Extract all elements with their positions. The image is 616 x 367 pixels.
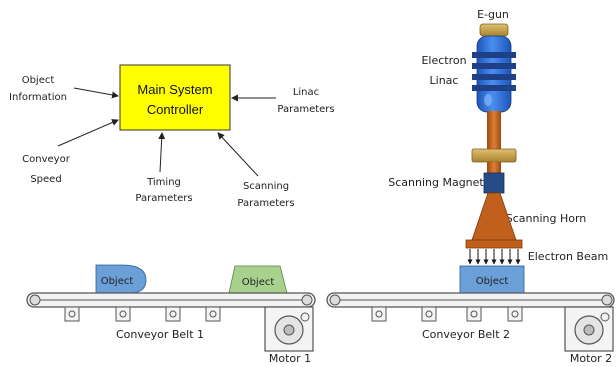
- scanning-horn-label: Scanning Horn: [506, 212, 587, 225]
- input-linac-parameters: Linac Parameters: [231, 87, 335, 115]
- belt2-roller-left: [329, 294, 341, 306]
- electron-beam-arrows: [467, 249, 521, 265]
- input-object-information: Object Information: [9, 75, 119, 103]
- linac-label-2: Linac: [430, 74, 459, 87]
- main-system-controller: Main System Controller: [119, 64, 231, 131]
- belt1-roller-right: [301, 294, 313, 306]
- controller-title-line1: Main System: [137, 82, 212, 97]
- conveyor-belt-1-label: Conveyor Belt 1: [116, 328, 204, 341]
- linac-label-1: Electron: [421, 54, 466, 67]
- egun-label: E-gun: [477, 8, 509, 21]
- object-info-label-2: Information: [9, 92, 67, 103]
- conveyor-speed-label-2: Speed: [30, 174, 61, 185]
- conveyor-speed-arrow: [57, 119, 119, 147]
- belt2-object-label: Object: [476, 276, 509, 287]
- conveyor-speed-label-1: Conveyor: [22, 154, 71, 165]
- linac-icon: [472, 35, 516, 113]
- conveyor-belt-1: Object Object Conveyor Belt 1 Motor 1: [26, 264, 316, 365]
- input-timing-parameters: Timing Parameters: [135, 132, 193, 204]
- scanning-params-label-1: Scanning: [243, 181, 289, 192]
- waveguide-lower: [487, 162, 501, 173]
- belt2-roller-right: [601, 294, 613, 306]
- belt1-roller-left: [29, 294, 41, 306]
- motor-1-label: Motor 1: [269, 352, 311, 365]
- conveyor-belt-2: Object Conveyor Belt 2 Motor 2: [326, 265, 615, 365]
- belt2-legs: [371, 306, 523, 322]
- linac-params-label-1: Linac: [293, 87, 319, 98]
- conveyor-belt-2-label: Conveyor Belt 2: [422, 328, 510, 341]
- scanning-horn-icon: [465, 192, 523, 249]
- timing-params-label-1: Timing: [146, 177, 181, 188]
- electron-beam-label: Electron Beam: [528, 250, 608, 263]
- linac-params-label-2: Parameters: [277, 104, 334, 115]
- timing-params-arrow: [158, 132, 166, 173]
- belt1-object-1-label: Object: [101, 276, 134, 287]
- motor-2-label: Motor 2: [570, 352, 612, 365]
- scanning-params-label-2: Parameters: [237, 198, 294, 209]
- input-scanning-parameters: Scanning Parameters: [217, 132, 295, 209]
- belt2-object: [459, 265, 525, 295]
- motor-1-icon: [264, 306, 314, 352]
- waveguide-upper: [487, 111, 501, 149]
- electron-accelerator: E-gun Electron Linac Scanning Magnet Sca…: [388, 8, 608, 265]
- scanning-magnet-label: Scanning Magnet: [388, 176, 484, 189]
- controller-box: [119, 64, 231, 131]
- scanning-magnet-icon: [483, 172, 505, 194]
- egun-icon: [479, 23, 509, 37]
- belt1-object-2-label: Object: [242, 277, 275, 288]
- motor-2-icon: [564, 306, 614, 352]
- input-conveyor-speed: Conveyor Speed: [22, 119, 119, 185]
- timing-params-label-2: Parameters: [135, 193, 192, 204]
- object-info-arrow: [73, 87, 119, 99]
- scanning-params-arrow: [217, 132, 259, 177]
- flange-icon: [471, 148, 517, 163]
- controller-title-line2: Controller: [147, 102, 204, 117]
- belt1-legs: [64, 306, 221, 322]
- object-info-label-1: Object: [22, 75, 55, 86]
